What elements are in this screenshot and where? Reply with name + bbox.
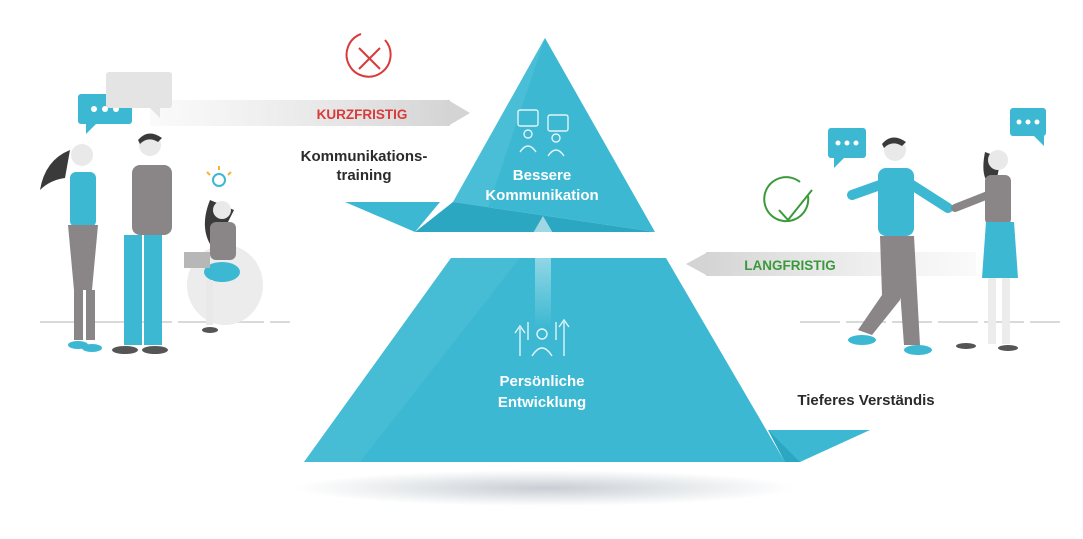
- short-term-label: KURZFRISTIG: [317, 107, 408, 122]
- up-arrow: [529, 216, 557, 328]
- woman-sitting-figure: [184, 200, 263, 333]
- top-tier-label-line2: Kommunikation: [485, 187, 598, 204]
- lightbulb-icon: [206, 166, 232, 187]
- understanding-label: Tieferes Verständis: [797, 392, 934, 409]
- long-term-label: LANGFRISTIG: [744, 258, 836, 273]
- top-tier-label-line1: Bessere: [513, 167, 571, 184]
- right-people-group: [800, 108, 1060, 355]
- bottom-tier-label-line1: Persönliche: [499, 373, 584, 390]
- woman-standing-figure: [40, 144, 102, 352]
- growth-arrows-person-icon: [514, 318, 570, 357]
- training-label-line2: training: [337, 167, 392, 184]
- bottom-tier-label-line2: Entwicklung: [498, 394, 586, 411]
- pyramid-shadow: [295, 470, 795, 506]
- woman-handshake-figure: [951, 150, 1018, 351]
- pyramid: Bessere Kommunikation Persönliche Entwic…: [304, 38, 870, 462]
- speech-bubble-left-icon: [828, 128, 866, 168]
- cross-circle-icon: [345, 33, 392, 78]
- training-label-line1: Kommunikations-: [301, 148, 428, 165]
- left-people-group: [40, 72, 290, 354]
- speech-bubble-right-icon: [1010, 108, 1046, 146]
- man-standing-figure: [112, 133, 172, 354]
- long-term-arrow: LANGFRISTIG: [686, 252, 976, 276]
- group-chat-icon: [517, 109, 569, 157]
- man-handshake-figure: [847, 137, 953, 355]
- bottom-tier-flap: [768, 430, 870, 462]
- short-term-arrow: KURZFRISTIG: [150, 100, 470, 126]
- top-tier-flap: [345, 202, 440, 232]
- check-circle-icon: [763, 176, 813, 223]
